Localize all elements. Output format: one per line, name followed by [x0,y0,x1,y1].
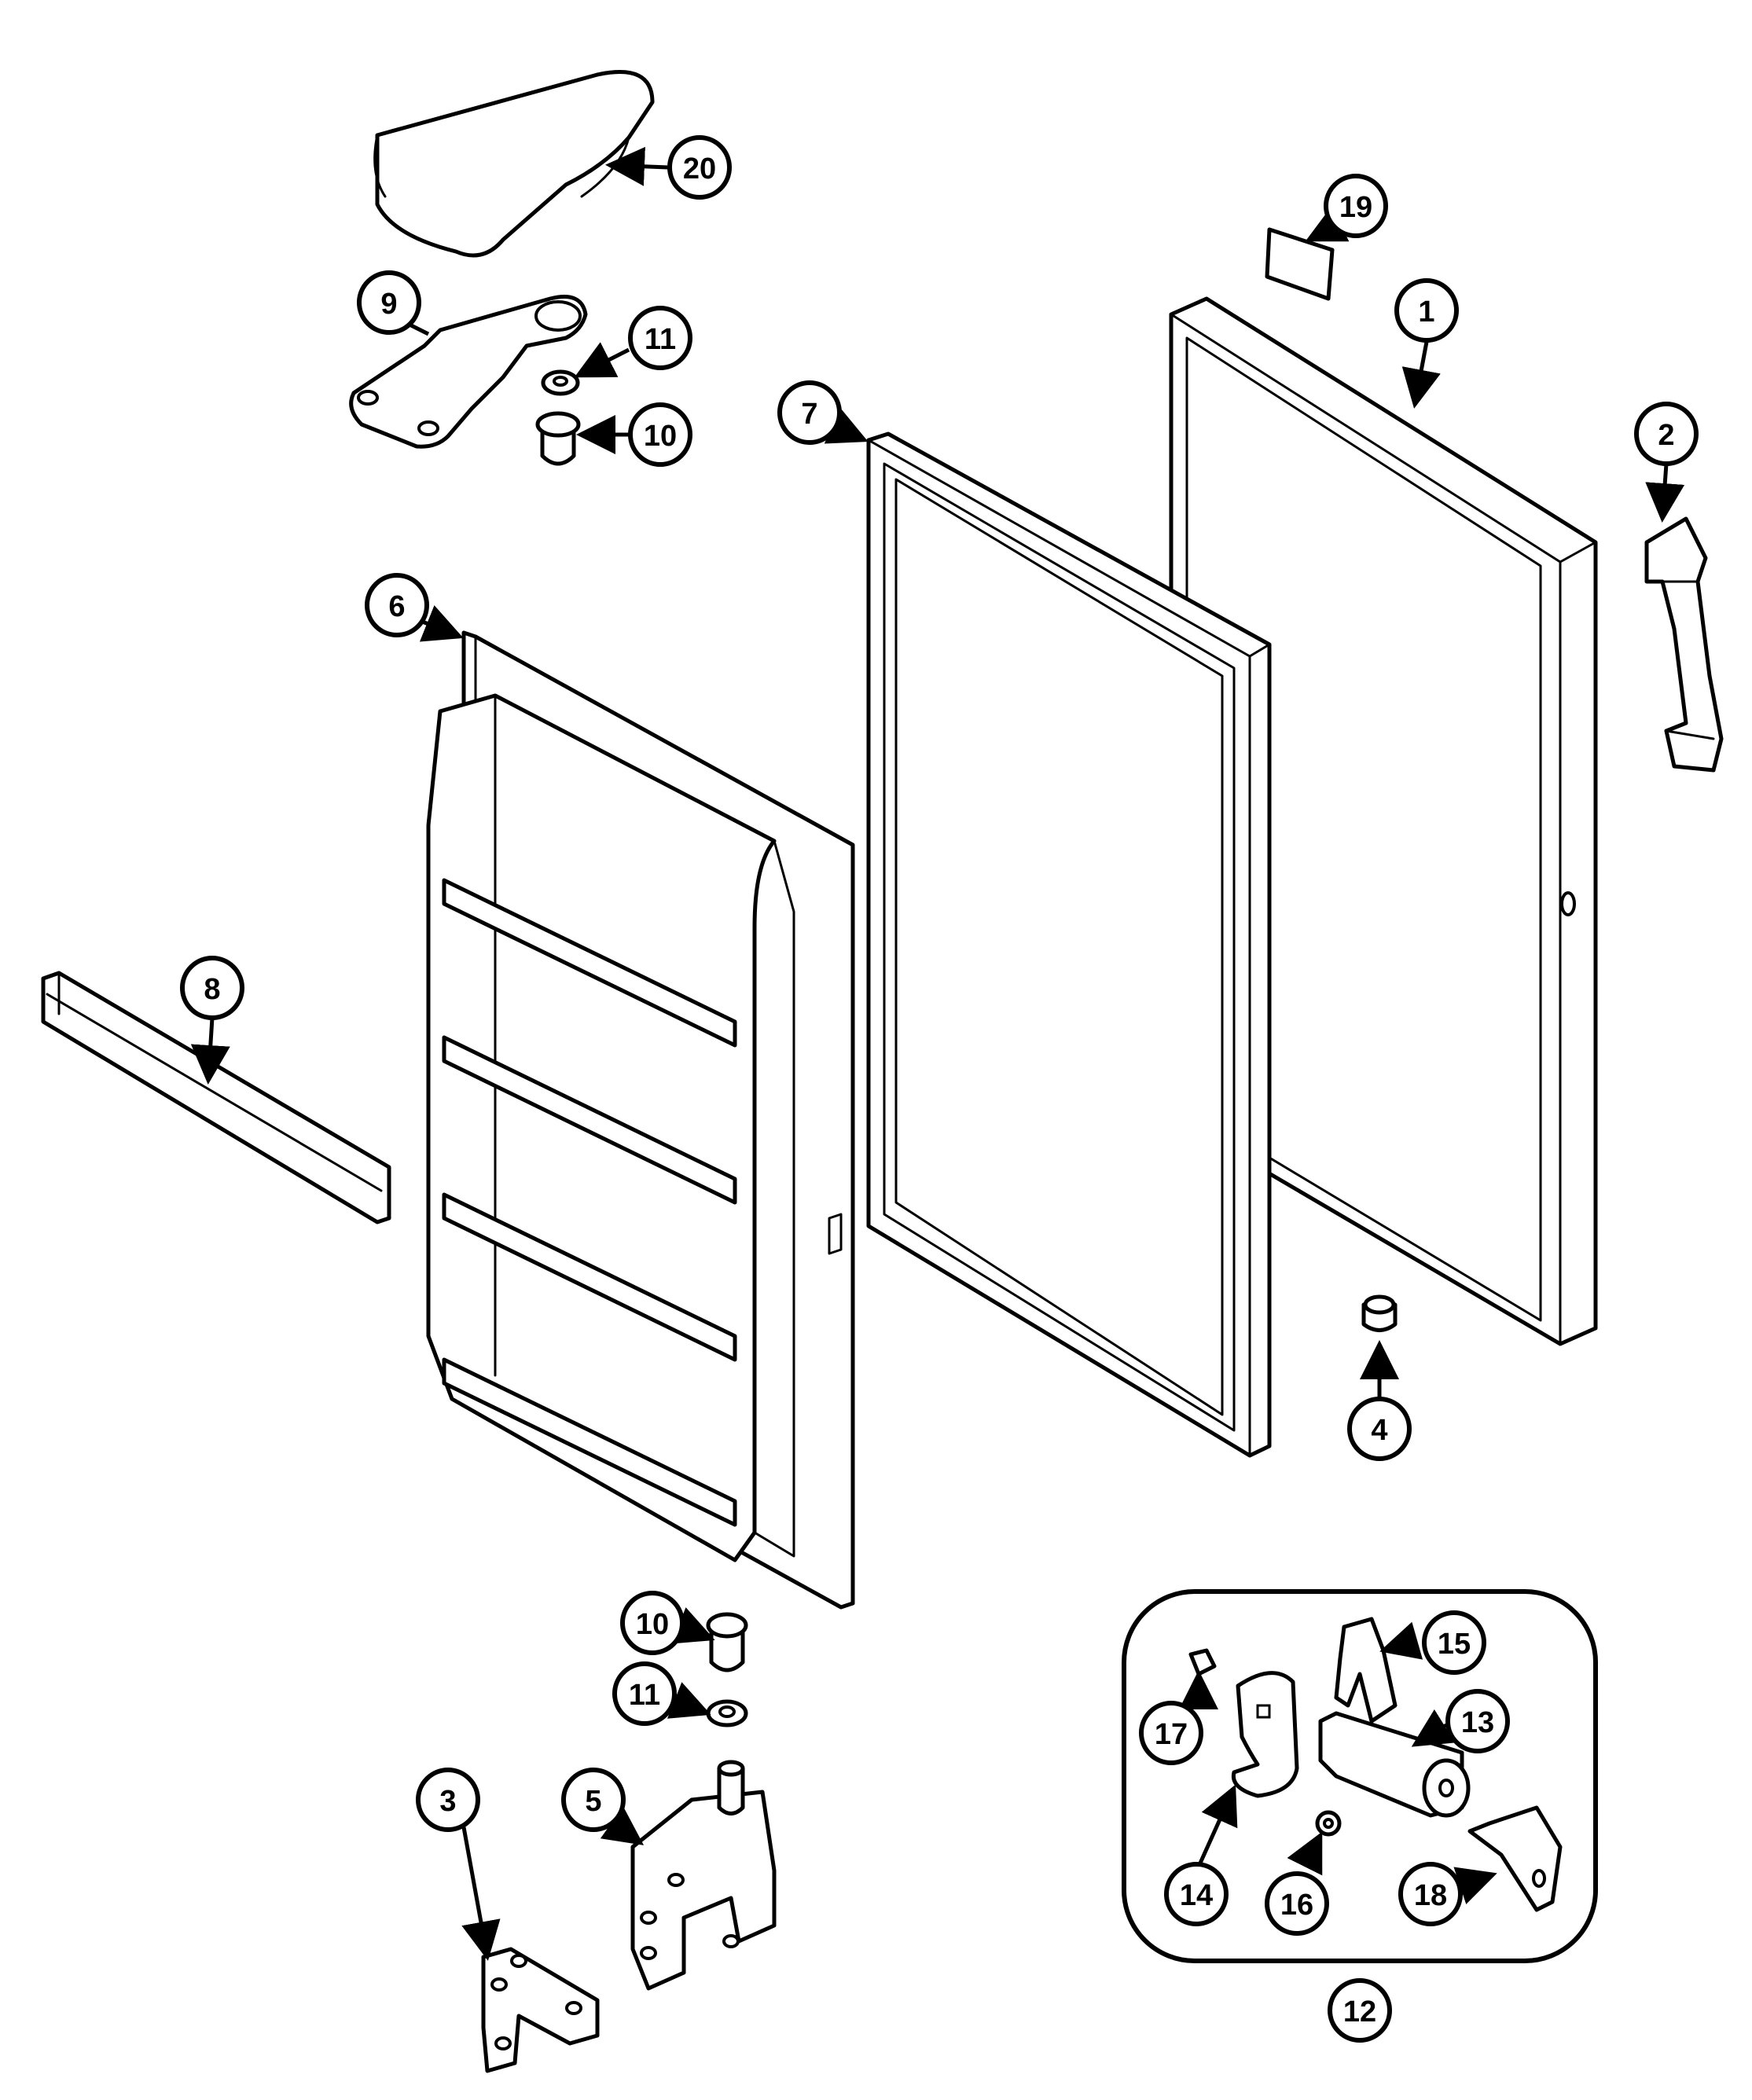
lock-cam-part [1231,1671,1299,1798]
callout-16: 16 [1265,1871,1329,1936]
svg-text:17: 17 [1155,1718,1188,1751]
svg-text:7: 7 [801,398,817,431]
callout-17: 17 [1139,1701,1203,1765]
callout-20: 20 [667,135,732,200]
callout-15: 15 [1422,1610,1486,1675]
lock-key-part [1467,1805,1563,1912]
callout-11-bottom: 11 [612,1661,677,1726]
callout-7: 7 [777,380,842,445]
plug-part [1361,1294,1398,1332]
gasket-part [866,431,1272,1458]
callout-9: 9 [357,270,421,335]
callout-10-top: 10 [628,402,692,467]
top-hinge-part [349,295,588,449]
door-liner-part [426,630,855,1610]
callout-5: 5 [561,1768,626,1832]
callout-14: 14 [1164,1862,1229,1926]
callout-8: 8 [180,956,244,1020]
bracket-part [481,1947,600,2073]
callout-18: 18 [1398,1862,1463,1926]
callout-13: 13 [1445,1689,1510,1753]
lock-cylinder-part [1318,1711,1471,1818]
svg-text:9: 9 [380,288,397,321]
svg-text:18: 18 [1414,1879,1447,1912]
lock-screw-part [1188,1648,1217,1676]
callout-1: 1 [1394,278,1459,343]
svg-text:20: 20 [683,152,716,185]
svg-text:12: 12 [1343,1995,1376,2028]
svg-text:2: 2 [1658,419,1674,452]
svg-text:1: 1 [1418,296,1434,329]
top-bushing-part [535,411,581,466]
breaker-strip-part [41,971,391,1224]
callout-4: 4 [1347,1397,1412,1461]
svg-text:10: 10 [636,1608,669,1641]
svg-text:11: 11 [629,1679,660,1712]
svg-text:16: 16 [1280,1889,1313,1922]
bottom-bushing-part [706,1612,748,1672]
callout-12: 12 [1328,1978,1392,2043]
svg-text:15: 15 [1438,1628,1471,1661]
outer-door-panel-part [1169,296,1598,1346]
svg-text:10: 10 [644,420,677,453]
handle-part [1644,516,1724,773]
callout-10-bottom: 10 [620,1591,685,1655]
callout-11-top: 11 [628,306,692,370]
callout-3: 3 [416,1768,480,1832]
top-washer-part [541,369,580,396]
svg-text:6: 6 [388,590,405,623]
svg-text:3: 3 [439,1785,456,1818]
hinge-cover-part [373,70,655,258]
bottom-hinge-part [630,1760,777,1991]
label-part [1265,227,1335,301]
bottom-washer-part [706,1699,748,1727]
svg-text:5: 5 [585,1785,601,1818]
callout-2: 2 [1634,402,1699,466]
lock-washer-part [1315,1810,1342,1837]
callout-6: 6 [365,573,429,637]
svg-text:11: 11 [645,323,676,356]
svg-text:8: 8 [204,973,220,1006]
svg-text:13: 13 [1461,1706,1494,1739]
svg-text:14: 14 [1180,1879,1213,1912]
svg-text:19: 19 [1339,191,1372,224]
svg-text:4: 4 [1371,1414,1387,1447]
callout-19: 19 [1324,174,1388,238]
